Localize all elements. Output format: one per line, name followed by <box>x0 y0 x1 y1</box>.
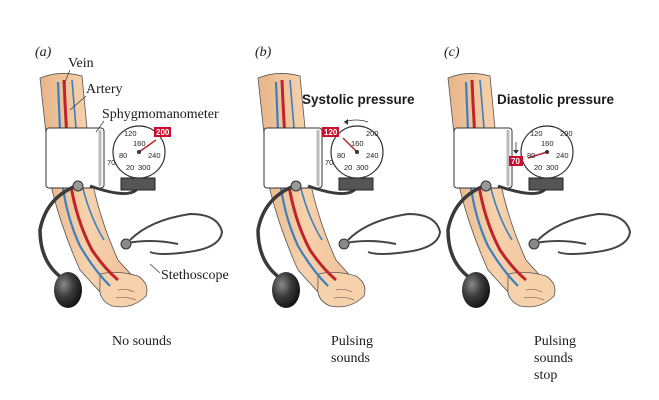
panel-c: (c) Diastolic pressure 120 200 160 80 2 <box>444 45 632 383</box>
stethoscope <box>120 212 224 255</box>
gauge-tick: 70 <box>107 158 115 167</box>
artery-vessel <box>62 79 119 282</box>
gauge-tick: 120 <box>124 129 137 138</box>
pressure-gauge: 200 160 80 240 70 20 300 120 <box>322 119 384 191</box>
gauge-tick: 80 <box>337 151 345 160</box>
label-stethoscope: Stethoscope <box>161 268 229 283</box>
pressure-tag-label: 200 <box>156 128 170 137</box>
pressure-gauge: 120 200 160 80 240 20 300 70 <box>509 125 574 191</box>
cuff <box>263 127 323 189</box>
caption-line: stop <box>534 368 557 383</box>
pressure-tag <box>322 127 339 137</box>
panel-heading: Diastolic pressure <box>497 92 615 107</box>
label-vein: Vein <box>68 56 94 71</box>
gauge-tick: 200 <box>366 129 379 138</box>
gauge-tick: 160 <box>133 139 146 148</box>
pressure-gauge: 120 160 80 240 70 20 300 200 <box>107 125 171 191</box>
gauge-tick: 20 <box>344 163 352 172</box>
pump-bulb <box>54 272 82 308</box>
pressure-tag-label: 120 <box>324 128 338 137</box>
gauge-tick: 120 <box>530 129 543 138</box>
gauge-needle <box>138 139 157 153</box>
vein-vessel <box>56 81 111 287</box>
caption-line: Pulsing <box>534 334 576 349</box>
gauge-tick: 20 <box>534 163 542 172</box>
vein-vessel <box>274 81 329 287</box>
caption-line: sounds <box>331 351 370 366</box>
pressure-tag <box>509 156 523 166</box>
panel-a: (a) 120 160 80 240 70 <box>35 45 229 349</box>
cuff <box>453 127 513 189</box>
gauge-tick: 80 <box>527 151 535 160</box>
stethoscope <box>528 212 632 255</box>
panel-heading: Systolic pressure <box>302 92 415 107</box>
pressure-tag-label: 70 <box>511 157 520 166</box>
panel-letter: (b) <box>255 45 272 60</box>
gauge-tick: 70 <box>325 158 333 167</box>
stethoscope <box>338 212 442 255</box>
gauge-tick: 240 <box>148 151 161 160</box>
panel-letter: (a) <box>35 45 52 60</box>
gauge-tick: 300 <box>356 163 369 172</box>
caption-line: Pulsing <box>331 334 373 349</box>
caption-line: sounds <box>534 351 573 366</box>
artery-vessel <box>280 79 337 282</box>
gauge-tick: 80 <box>119 151 127 160</box>
pressure-tag <box>154 127 171 137</box>
gauge-needle <box>527 151 548 159</box>
pump-bulb <box>272 272 300 308</box>
label-artery: Artery <box>86 82 123 97</box>
caption-line: No sounds <box>112 334 172 349</box>
gauge-tick: 160 <box>351 139 364 148</box>
panel-letter: (c) <box>444 45 460 60</box>
gauge-tick: 240 <box>556 151 569 160</box>
gauge-tick: 240 <box>366 151 379 160</box>
artery-vessel <box>470 79 527 282</box>
gauge-tick: 200 <box>560 129 573 138</box>
label-sphygmomanometer: Sphygmomanometer <box>102 107 219 122</box>
vein-vessel <box>464 81 519 287</box>
gauge-tick: 300 <box>546 163 559 172</box>
gauge-needle <box>342 137 358 153</box>
panel-b: (b) Systolic pressure 200 160 80 240 70 <box>255 45 442 366</box>
gauge-tick: 300 <box>138 163 151 172</box>
gauge-tick: 20 <box>126 163 134 172</box>
pump-bulb <box>462 272 490 308</box>
gauge-tick: 160 <box>541 139 554 148</box>
cuff <box>45 127 105 189</box>
